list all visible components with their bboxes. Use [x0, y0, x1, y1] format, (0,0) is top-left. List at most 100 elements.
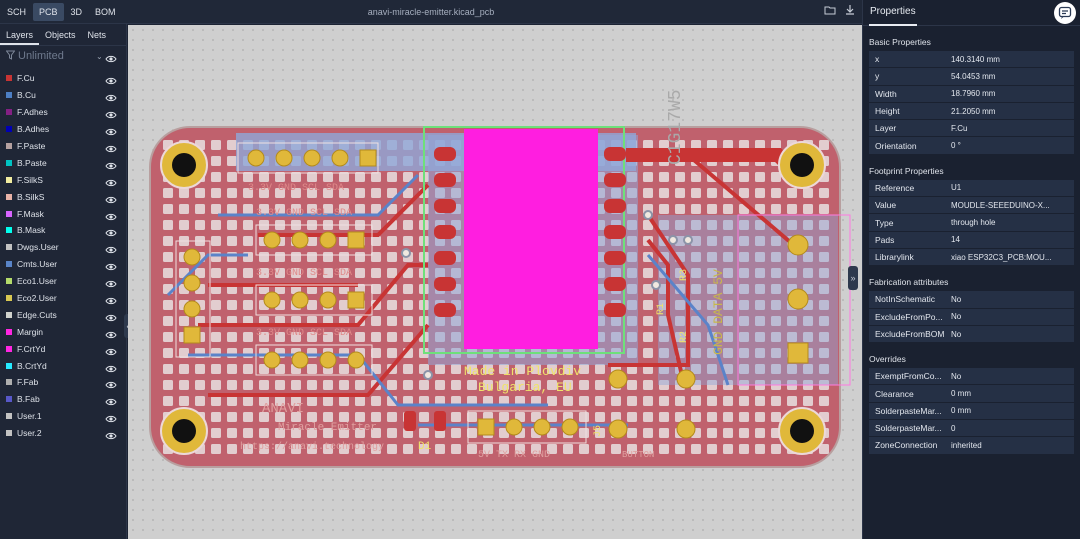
layer-item[interactable]: Edge.Cuts [0, 306, 126, 323]
folder-open-icon[interactable] [824, 4, 836, 18]
layer-item[interactable]: F.Fab [0, 374, 126, 391]
chevron-down-icon[interactable]: ⌄ [96, 51, 103, 61]
layer-item[interactable]: B.Cu [0, 87, 126, 104]
eye-icon[interactable] [105, 377, 117, 389]
layer-item[interactable]: F.Mask [0, 205, 126, 222]
left-panel-tabs: Layers Objects Nets [0, 24, 126, 46]
chat-icon[interactable] [1054, 2, 1076, 24]
download-icon[interactable] [844, 4, 856, 18]
eye-icon[interactable] [105, 175, 117, 186]
layer-item[interactable]: B.CrtYd [0, 357, 126, 374]
layer-item[interactable]: User.2 [0, 425, 126, 442]
eye-icon[interactable] [105, 394, 117, 406]
tab-nets[interactable]: Nets [87, 30, 107, 40]
layer-item[interactable]: User.1 [0, 408, 126, 425]
eye-icon[interactable] [105, 107, 117, 119]
layer-item[interactable]: B.Mask [0, 222, 126, 239]
silk-component-code: C1G17W5 [666, 89, 686, 165]
layer-item[interactable]: F.CrtYd [0, 340, 126, 357]
layer-color-swatch [6, 244, 12, 251]
eye-icon[interactable] [105, 209, 117, 220]
property-row[interactable]: SolderpasteMar...0 [869, 420, 1074, 438]
tab-3d[interactable]: 3D [70, 6, 83, 17]
layer-item[interactable]: Cmts.User [0, 256, 126, 273]
module-u1-highlight[interactable] [464, 129, 598, 349]
property-value: xiao ESP32C3_PCB:MOU... [951, 252, 1052, 262]
properties-title[interactable]: Properties [869, 0, 917, 26]
layer-item[interactable]: F.SilkS [0, 171, 126, 188]
tab-layers[interactable]: Layers [0, 24, 40, 45]
layer-item[interactable]: Margin [0, 323, 126, 340]
eye-icon[interactable] [105, 242, 117, 254]
property-value: 0 mm [951, 389, 971, 399]
layer-item[interactable]: B.SilkS [0, 188, 126, 205]
pcb-canvas[interactable]: Made in Plovdiv Bulgaria, EU ANAVI Mirac… [128, 25, 862, 539]
eye-icon[interactable] [105, 51, 117, 63]
eye-icon[interactable] [105, 344, 117, 355]
property-key: ExemptFromCo... [875, 371, 942, 382]
layer-item[interactable]: F.Paste [0, 138, 126, 155]
eye-icon[interactable] [105, 73, 117, 85]
eye-icon[interactable] [105, 124, 117, 136]
layer-name: F.SilkS [17, 174, 43, 185]
layer-name: B.Paste [17, 157, 47, 168]
eye-icon[interactable] [105, 90, 117, 102]
tab-sch[interactable]: SCH [7, 6, 27, 17]
layer-item[interactable]: Eco1.User [0, 273, 126, 290]
tab-pcb[interactable]: PCB [33, 2, 64, 21]
layer-name: Dwgs.User [17, 242, 59, 253]
layer-item[interactable]: F.Cu [0, 70, 126, 87]
eye-icon[interactable] [105, 327, 117, 338]
eye-icon[interactable] [105, 293, 117, 305]
eye-icon[interactable] [105, 428, 117, 440]
layer-color-swatch [6, 278, 12, 285]
property-row[interactable]: ExcludeFromPo...No [869, 308, 1074, 326]
layer-item[interactable]: B.Adhes [0, 121, 126, 138]
eye-icon[interactable] [105, 141, 117, 153]
layer-item[interactable]: Eco2.User [0, 290, 126, 307]
layer-item[interactable]: Dwgs.User [0, 239, 126, 256]
tab-bom[interactable]: BOM [95, 6, 116, 17]
property-row[interactable]: SolderpasteMar...0 mm [869, 402, 1074, 421]
layer-item[interactable]: B.Paste [0, 154, 126, 171]
layer-name: F.Mask [17, 208, 44, 219]
eye-icon[interactable] [105, 361, 117, 372]
eye-icon[interactable] [105, 192, 117, 203]
layer-color-swatch [6, 210, 12, 217]
eye-icon[interactable] [105, 225, 117, 237]
eye-icon[interactable] [105, 259, 117, 271]
eye-icon[interactable] [105, 411, 117, 423]
layer-item[interactable]: F.Adhes [0, 104, 126, 121]
property-key: ExcludeFromPo... [875, 311, 943, 322]
layer-filter-select[interactable]: Unlimited [18, 50, 64, 62]
layer-item[interactable]: B.Fab [0, 391, 126, 408]
property-row[interactable]: ExemptFromCo...No [869, 368, 1074, 386]
property-key: Type [875, 217, 894, 228]
collapse-right-panel-button[interactable]: » [848, 266, 858, 290]
property-key: Layer [875, 123, 897, 134]
silk-r3: R3 [679, 269, 690, 281]
eye-icon[interactable] [105, 276, 117, 288]
tab-objects[interactable]: Objects [45, 30, 76, 40]
property-value: No [951, 329, 962, 339]
property-value: 0 [951, 423, 956, 433]
layer-name: B.SilkS [17, 191, 45, 202]
eye-icon[interactable] [105, 158, 117, 170]
eye-icon[interactable] [105, 310, 117, 322]
